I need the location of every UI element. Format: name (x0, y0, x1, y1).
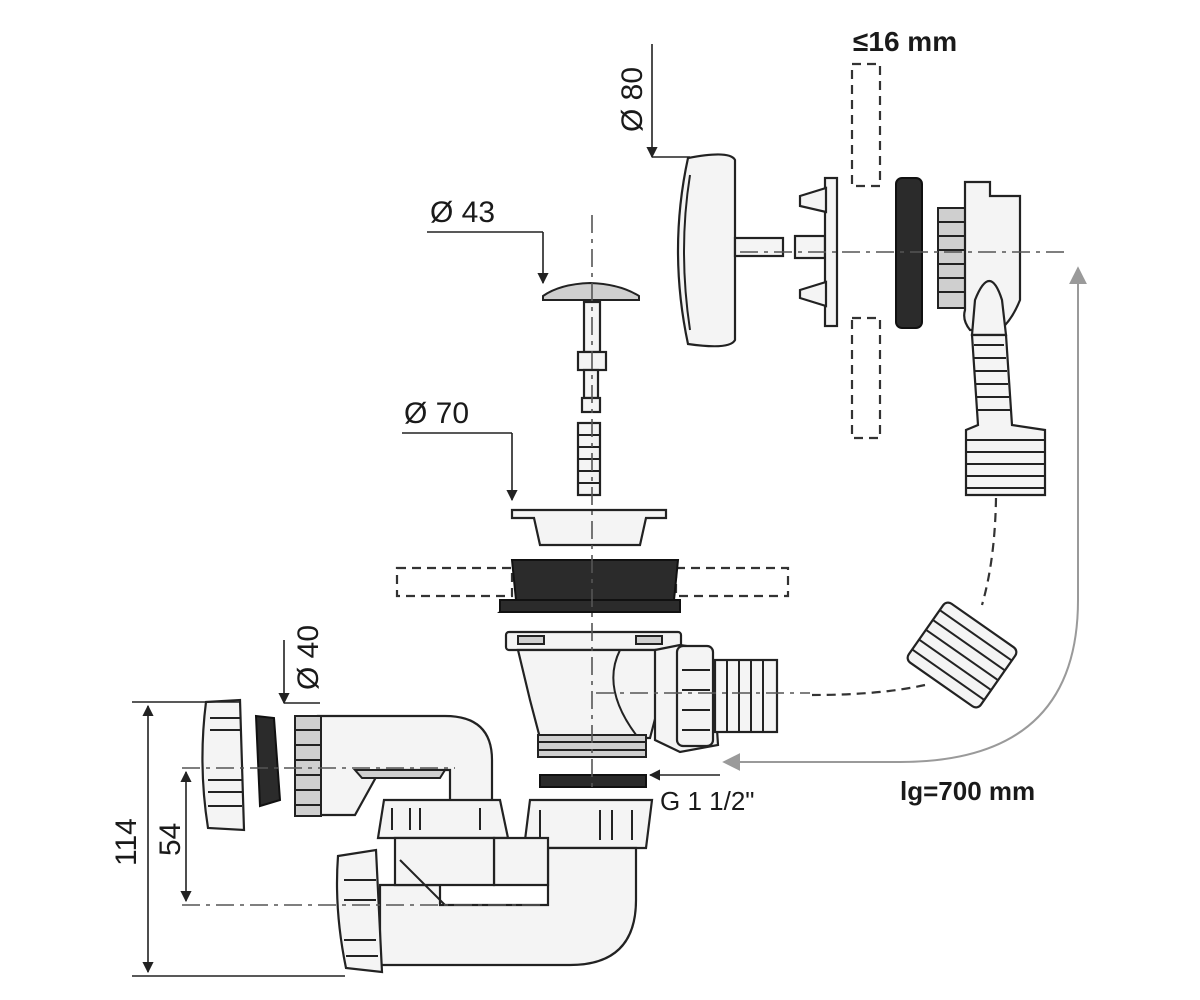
dim-70: Ø 70 (402, 397, 518, 502)
trap-outlet-nut (335, 848, 384, 974)
outlet-connector (182, 698, 455, 832)
dim-thread: G 1 1/2" (648, 769, 755, 816)
trap-upper-nut (376, 798, 510, 840)
dim-54: 54 (154, 770, 192, 903)
dim-80: Ø 80 (616, 44, 690, 159)
trap-drain-nut (522, 798, 654, 850)
outlet-gasket (254, 714, 282, 808)
tub-wall-upper (850, 62, 882, 188)
drain-corrugated-inlet (713, 658, 779, 734)
tub-floor-left (395, 566, 514, 598)
dim-40-label: Ø 40 (292, 625, 325, 690)
dim-80-label: Ø 80 (616, 67, 649, 132)
hose-length-indicator: lg=700 mm (722, 266, 1087, 806)
dim-70-label: Ø 70 (404, 397, 469, 430)
overflow-gasket (895, 177, 923, 329)
hose-length-label: lg=700 mm (900, 776, 1035, 806)
drain-stopper (510, 281, 668, 547)
overflow-assembly (676, 62, 1070, 709)
overflow-hose (964, 333, 1047, 497)
dim-114: 114 (110, 701, 345, 977)
dim-114-label: 114 (110, 818, 143, 866)
dim-43-label: Ø 43 (430, 196, 495, 229)
tub-floor-right (674, 566, 790, 598)
strainer-cup (510, 508, 668, 547)
dim-43: Ø 43 (427, 196, 549, 285)
dim-54-label: 54 (154, 823, 187, 856)
outlet-nut (201, 698, 246, 832)
dim-16: ≤16 mm (853, 26, 957, 57)
outlet-pipe-end (294, 715, 322, 817)
drain-washer (539, 774, 647, 788)
dim-16-label: ≤16 mm (853, 26, 957, 57)
drain-body (504, 215, 810, 790)
dim-thread-label: G 1 1/2" (660, 786, 755, 816)
trap-assembly (182, 714, 654, 974)
stopper-head (542, 281, 640, 301)
overflow-hose-end (906, 601, 1018, 709)
overflow-screw (733, 236, 785, 258)
dim-40: Ø 40 (278, 625, 325, 705)
hose-length-arrow (722, 266, 1087, 771)
tub-wall-lower (850, 316, 882, 440)
overflow-cover-cap (676, 153, 737, 348)
